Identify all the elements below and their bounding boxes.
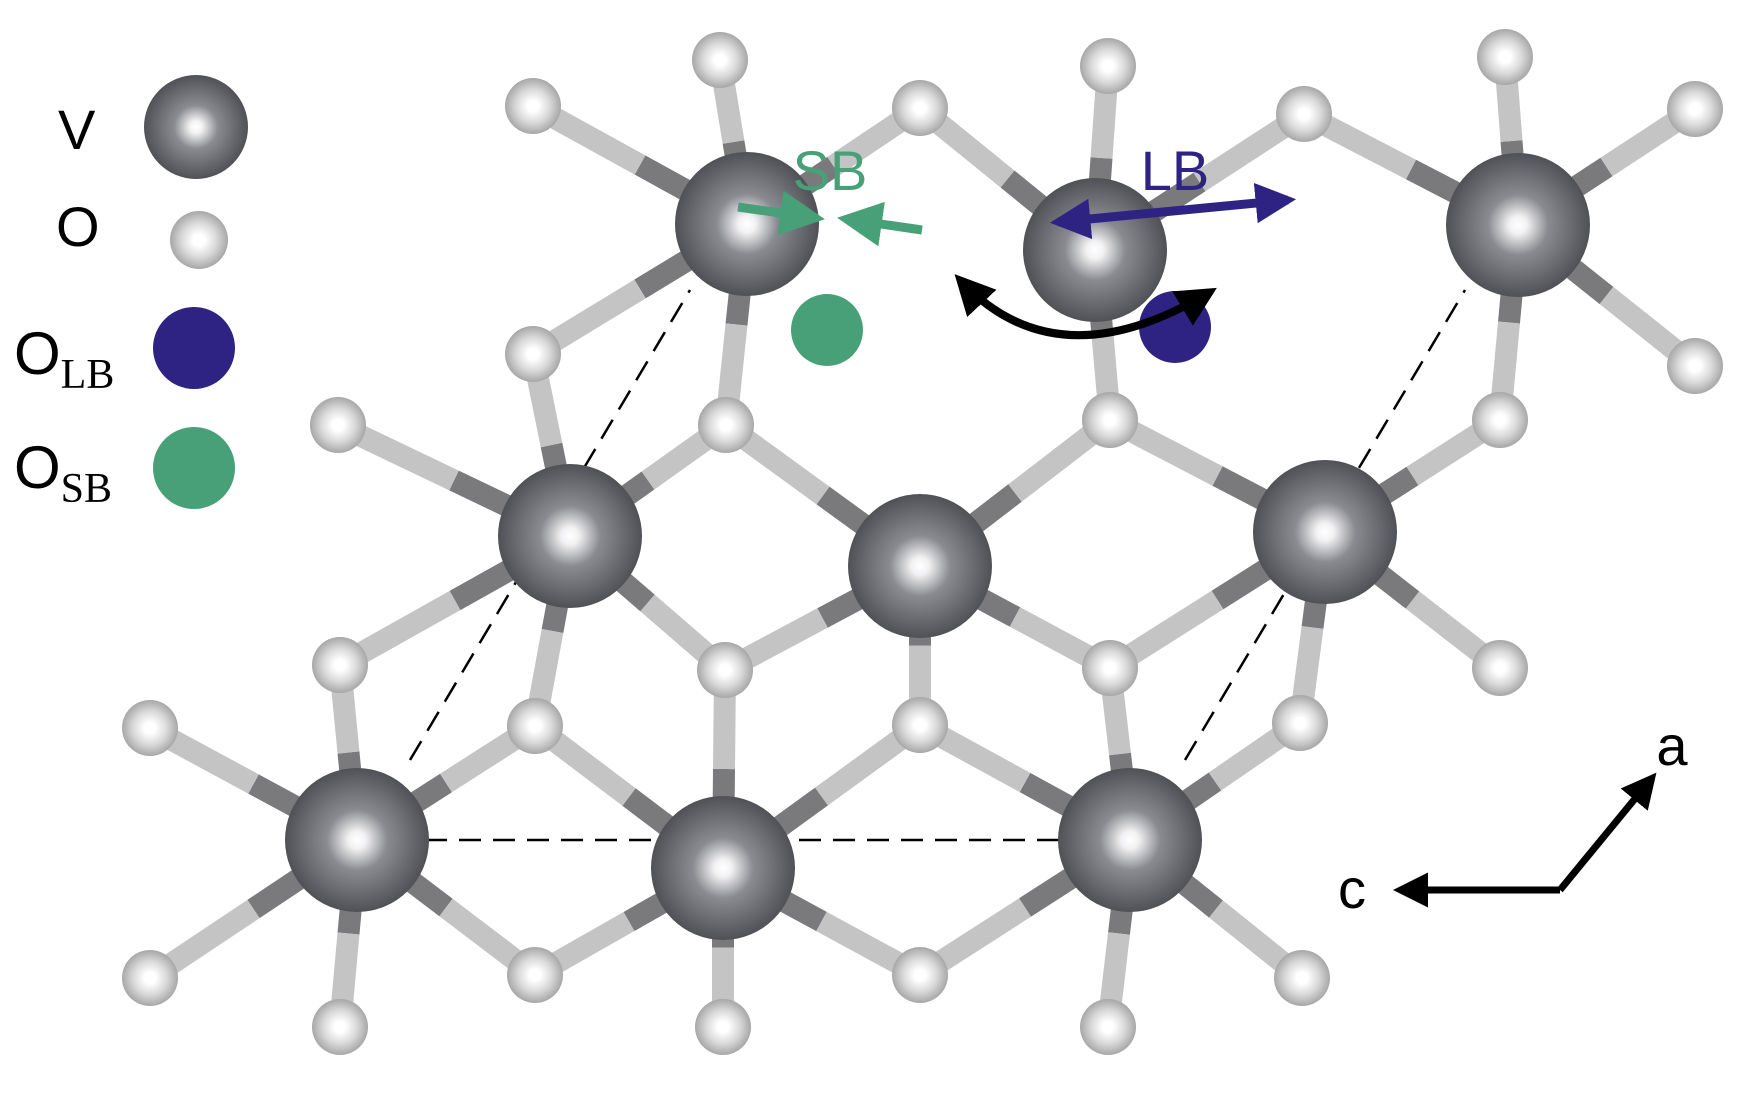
oxygen-atom: [507, 947, 563, 1003]
vanadium-atom: [1058, 768, 1202, 912]
oxygen-atom: [1272, 695, 1328, 751]
legend-label-olb: OLB: [14, 320, 114, 398]
oxygen-atom: [505, 78, 561, 134]
atom-layer: [122, 29, 1723, 1055]
oxygen-atom: [695, 999, 751, 1055]
legend-label-osb: OSB: [14, 434, 112, 512]
short-bond-arrow-left: [737, 190, 825, 236]
oxygen-atom: [892, 947, 948, 1003]
oxygen-atom: [122, 950, 178, 1006]
axis-c-label: c: [1338, 857, 1366, 920]
oxygen-atom: [698, 397, 754, 453]
oxygen-atom: [1472, 640, 1528, 696]
oxygen-atom: [892, 697, 948, 753]
short-bond-label: SB: [793, 139, 868, 202]
short-bond-arrow-right: [837, 201, 923, 247]
oxygen-atom: [1472, 392, 1528, 448]
oxygen-atom: [1477, 29, 1533, 85]
oxygen-atom: [1667, 81, 1723, 137]
vanadium-legend-swatch: [144, 75, 248, 179]
vanadium-atom: [498, 464, 642, 608]
oxygen-atom: [122, 700, 178, 756]
oxygen-long-bond-legend-swatch: [153, 307, 235, 389]
oxygen-legend-swatch: [170, 211, 228, 269]
oxygen-atom: [1080, 38, 1136, 94]
oxygen-atom: [697, 642, 753, 698]
oxygen-short-bond-legend-swatch: [153, 427, 235, 509]
oxygen-atom: [1667, 338, 1723, 394]
oxygen-atom: [692, 32, 748, 88]
oxygen-atom: [1082, 392, 1138, 448]
legend-label-o: O: [56, 195, 100, 258]
legend-label-v: V: [58, 98, 96, 161]
oxygen-atom: [507, 698, 563, 754]
vanadium-atom: [651, 796, 795, 940]
oxygen-atom: [1080, 999, 1136, 1055]
vanadium-atom: [285, 768, 429, 912]
long-bond-label: LB: [1141, 139, 1210, 202]
axis-a-label: a: [1656, 714, 1688, 777]
vanadium-atom: [675, 152, 819, 296]
vanadium-atom: [1446, 153, 1590, 297]
oxygen-atom: [312, 999, 368, 1055]
vanadium-atom: [1253, 460, 1397, 604]
axis-a-path: [1557, 772, 1657, 893]
vanadium-atom: [848, 494, 992, 638]
oxygen-atom: [1276, 86, 1332, 142]
oxygen-short-bond-atom: [791, 294, 863, 366]
oxygen-atom: [1082, 640, 1138, 696]
oxygen-atom: [310, 397, 366, 453]
bond-angle-arrow: [954, 274, 1217, 340]
oxygen-atom: [312, 637, 368, 693]
oxygen-atom: [505, 326, 561, 382]
oxygen-atom: [1274, 950, 1330, 1006]
oxygen-atom: [892, 80, 948, 136]
crystal-axes: a c: [1338, 714, 1688, 920]
legend: V O OLB OSB: [14, 75, 248, 512]
long-bond-arrow: [1049, 182, 1297, 240]
